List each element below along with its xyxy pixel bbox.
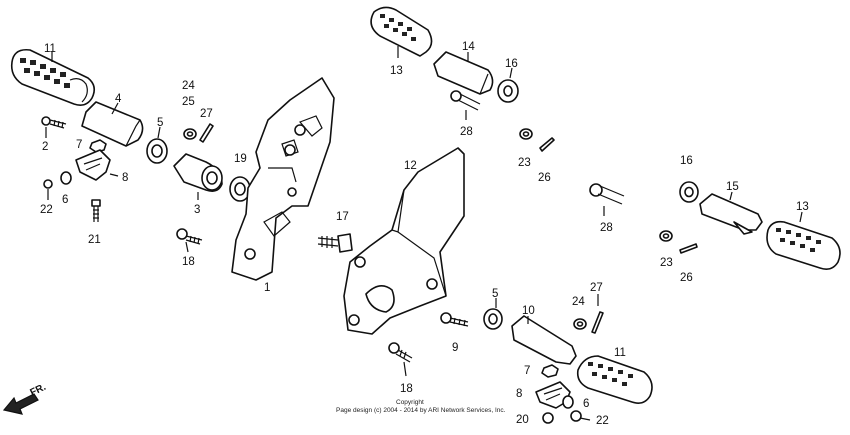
callout-18-lower[interactable]: 18 [400, 383, 413, 395]
footpeg-15[interactable] [699, 193, 763, 235]
callout-2[interactable]: 2 [42, 141, 48, 153]
pin-28-right[interactable] [589, 183, 625, 205]
callout-16-top[interactable]: 16 [505, 58, 518, 70]
nut-24-left[interactable] [183, 128, 197, 140]
pin-26-right[interactable] [679, 243, 698, 254]
callout-20[interactable]: 20 [516, 414, 529, 426]
footpeg-rubber-lower[interactable] [576, 355, 653, 404]
pin-26-top[interactable] [539, 137, 555, 152]
footpeg-14[interactable] [433, 51, 494, 95]
callout-8-left[interactable]: 8 [122, 172, 128, 184]
callout-28-right[interactable]: 28 [600, 222, 613, 234]
callout-9[interactable]: 9 [452, 342, 458, 354]
direction-label: FR. [28, 382, 47, 399]
callout-15[interactable]: 15 [726, 181, 739, 193]
callout-26-top[interactable]: 26 [538, 172, 551, 184]
bolt-9[interactable] [440, 312, 469, 327]
callout-17[interactable]: 17 [336, 211, 349, 223]
callout-21[interactable]: 21 [88, 234, 101, 246]
footpeg-left[interactable] [81, 101, 144, 147]
callout-24-lower[interactable]: 24 [572, 296, 585, 308]
copyright-line-1: Copyright [396, 399, 424, 406]
plate-6-left[interactable] [60, 171, 72, 185]
bracket-1[interactable] [231, 77, 335, 281]
callout-22-left[interactable]: 22 [40, 204, 53, 216]
callout-19[interactable]: 19 [234, 153, 247, 165]
callout-labels: 1 2 3 4 5 5 6 6 7 7 8 8 9 10 11 11 12 13… [40, 41, 809, 427]
pivot-3[interactable] [173, 153, 223, 192]
washer-5-left[interactable] [146, 138, 168, 164]
callout-7-lower[interactable]: 7 [524, 365, 530, 377]
nut-23-right[interactable] [659, 230, 673, 242]
callout-13-right[interactable]: 13 [796, 201, 809, 213]
bolt-22-lower[interactable] [570, 410, 591, 422]
washer-5-lower[interactable] [483, 308, 503, 330]
callout-8-lower[interactable]: 8 [516, 388, 522, 400]
callout-11-left[interactable]: 11 [44, 43, 56, 55]
bolt-2[interactable] [41, 116, 67, 129]
callout-18-left[interactable]: 18 [182, 256, 195, 268]
callout-7-left[interactable]: 7 [76, 139, 82, 151]
footpeg-rubber-right[interactable] [766, 220, 841, 270]
pin-27-left[interactable] [199, 123, 214, 143]
bolt-17[interactable] [317, 233, 353, 253]
callout-6-left[interactable]: 6 [62, 194, 68, 206]
callout-6-lower[interactable]: 6 [583, 398, 589, 410]
callout-23-top[interactable]: 23 [518, 157, 531, 169]
pin-28-top[interactable] [450, 90, 481, 111]
callout-27-lower[interactable]: 27 [590, 282, 603, 294]
callout-22-lower[interactable]: 22 [596, 415, 609, 427]
plate-6-lower[interactable] [562, 395, 574, 409]
heel-guard-12[interactable] [343, 147, 465, 335]
bolt-20[interactable] [542, 412, 554, 424]
callout-23-right[interactable]: 23 [660, 257, 673, 269]
bolt-21[interactable] [91, 199, 101, 222]
callout-14[interactable]: 14 [462, 41, 475, 53]
callout-27-left[interactable]: 27 [200, 108, 213, 120]
bolt-22-left[interactable] [43, 179, 53, 200]
nut-7-left[interactable] [89, 139, 107, 153]
nut-24-lower[interactable] [573, 318, 587, 330]
callout-28-top[interactable]: 28 [460, 126, 473, 138]
callout-3[interactable]: 3 [194, 204, 200, 216]
callout-26-right[interactable]: 26 [680, 272, 693, 284]
copyright-line-2: Page design (c) 2004 - 2014 by ARI Netwo… [336, 407, 506, 414]
bolt-18-lower[interactable] [388, 342, 413, 363]
callout-10[interactable]: 10 [522, 305, 535, 317]
spring-8-left[interactable] [75, 149, 111, 181]
washer-16-right[interactable] [679, 181, 699, 203]
footpeg-rubber-left[interactable] [10, 48, 96, 106]
callout-1[interactable]: 1 [264, 282, 270, 294]
callout-16-right[interactable]: 16 [680, 155, 693, 167]
footpeg-rubber-top[interactable] [370, 6, 433, 57]
callout-13-top[interactable]: 13 [390, 65, 403, 77]
pin-27-lower[interactable] [591, 311, 604, 334]
bolt-18-left[interactable] [176, 228, 203, 245]
callout-11-lower[interactable]: 11 [614, 347, 626, 359]
callout-24-left[interactable]: 24 [182, 80, 195, 92]
callout-4[interactable]: 4 [115, 93, 122, 105]
callout-12[interactable]: 12 [404, 160, 417, 172]
front-direction-arrow-icon [2, 393, 39, 415]
nut-23-top[interactable] [519, 128, 533, 140]
callout-5-left[interactable]: 5 [157, 117, 163, 129]
washer-16-top[interactable] [497, 79, 519, 103]
callout-5-lower[interactable]: 5 [492, 288, 498, 300]
washer-19[interactable] [229, 176, 251, 202]
footpeg-10[interactable] [511, 315, 577, 365]
nut-7-lower[interactable] [541, 364, 559, 378]
callout-25[interactable]: 25 [182, 96, 195, 108]
